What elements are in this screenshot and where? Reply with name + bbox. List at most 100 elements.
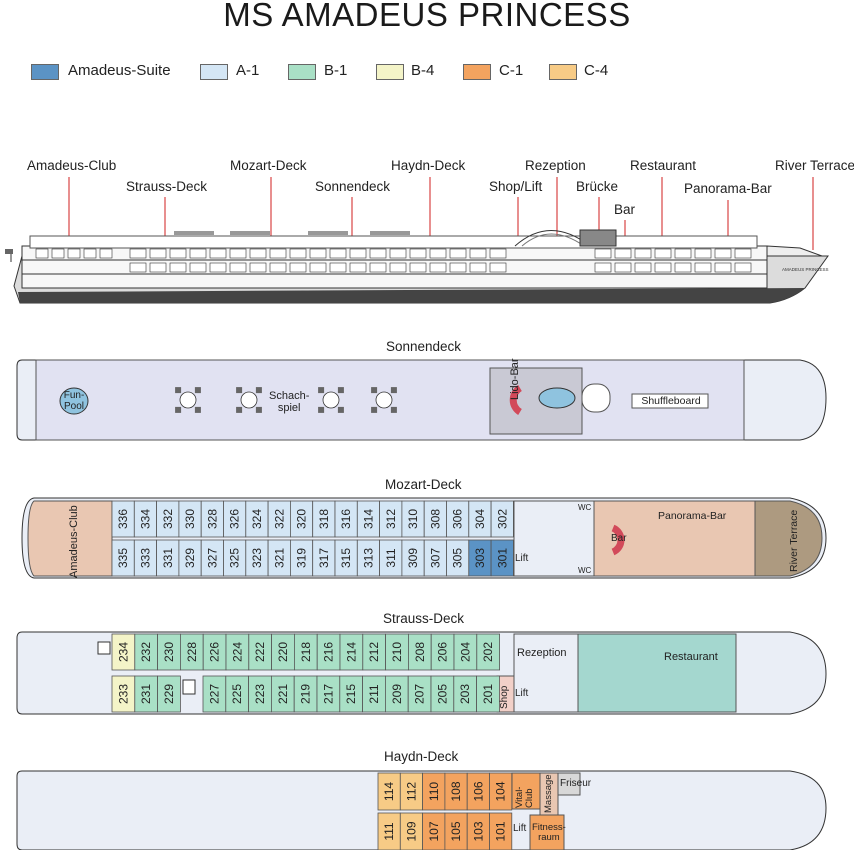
sun-chair [194, 387, 201, 394]
strauss-lift-label: Lift [515, 688, 529, 699]
mozart-wc-bottom: WC [578, 566, 592, 575]
rezeption-label: Rezeption [517, 647, 567, 659]
ship-window [309, 262, 327, 273]
legend-label-b1: B-1 [324, 62, 348, 79]
sun-chair [255, 387, 262, 394]
schachspiel-label: Schach- spiel [269, 390, 310, 414]
strauss-cabin-label: 229 [162, 684, 176, 704]
legend-label-amadeus-suite: Amadeus-Suite [68, 62, 171, 79]
ship-window [469, 248, 487, 259]
ship-window [189, 262, 207, 273]
mozart-cabin-label: 323 [250, 548, 264, 568]
mozart-cabin-label: 308 [428, 509, 442, 529]
ship-window [429, 262, 447, 273]
haydn-cabin-label: 108 [449, 781, 463, 801]
legend-swatch-amadeus-suite [31, 64, 59, 80]
legend-swatch-c1 [463, 64, 491, 80]
ship-window [51, 248, 65, 259]
ship-name: AMADEUS PRINCESS [782, 267, 829, 272]
mozart-cabin-label: 321 [272, 548, 286, 568]
sun-chair [390, 406, 397, 413]
strauss-cabin-label: 221 [276, 684, 290, 704]
strauss-cabin-label: 202 [481, 642, 495, 662]
sun-chair [318, 387, 325, 394]
strauss-cabin-label: 216 [322, 642, 336, 662]
sun-lounger-group [322, 391, 340, 409]
mozart-cabin-label: 330 [183, 509, 197, 529]
mozart-cabin-label: 311 [384, 548, 398, 567]
shuffleboard-label: Shuffleboard [641, 395, 701, 407]
haydn-cabin-label: 110 [427, 782, 441, 801]
sun-lounger-group [375, 391, 393, 409]
legend-swatch-b4 [376, 64, 404, 80]
mozart-cabin-label: 332 [161, 509, 175, 529]
label-restaurant: Restaurant [630, 158, 697, 173]
haydn-cabin-label: 112 [404, 782, 418, 801]
ship-window [654, 262, 672, 273]
mozart-cabin-label: 304 [473, 509, 487, 529]
mozart-cabin-label: 312 [384, 509, 398, 529]
strauss-cabin-label: 232 [139, 642, 153, 662]
ship-window [83, 248, 97, 259]
sun-chair [175, 406, 182, 413]
sun-chair [390, 387, 397, 394]
sun-chair [371, 406, 378, 413]
fun-pool-label: Fun- Pool [63, 390, 85, 412]
mozart-cabin-label: 335 [116, 548, 130, 568]
strauss-cabin-label: 206 [436, 642, 450, 662]
mozart-cabin-label: 305 [451, 548, 465, 568]
ship-window [269, 248, 287, 259]
mozart-cabin-label: 317 [317, 548, 331, 568]
ship-window [35, 248, 49, 259]
haydn-cabin-label: 103 [471, 821, 485, 841]
sun-chair [318, 406, 325, 413]
strauss-cabin-label: 219 [299, 684, 313, 704]
strauss-cabin-202 [476, 633, 500, 671]
mozart-cabin-label: 328 [205, 509, 219, 529]
strauss-cabin-label: 207 [413, 684, 427, 704]
ship-window [329, 262, 347, 273]
mozart-cabin-label: 314 [361, 509, 375, 529]
shop-label: Shop [499, 685, 510, 709]
legend-label-c4: C-4 [584, 62, 609, 79]
ship-window [614, 248, 632, 259]
label-haydn-deck: Haydn-Deck [391, 158, 466, 173]
mozart-cabin-label: 327 [205, 548, 219, 568]
ship-window [329, 248, 347, 259]
haydn-cabin-label: 111 [382, 822, 396, 841]
strauss-cabin-label: 225 [230, 684, 244, 704]
mozart-cabin-label: 324 [250, 509, 264, 529]
mozart-cabin-label: 331 [161, 548, 175, 568]
mozart-cabin-label: 336 [116, 509, 130, 529]
haydn-cabin-label: 106 [471, 781, 485, 801]
ship-window [594, 262, 612, 273]
ship-window [67, 248, 81, 259]
ship-window [489, 262, 507, 273]
mozart-cabin-301 [490, 539, 514, 577]
mozart-wc-top: WC [578, 503, 592, 512]
strauss-cabin-label: 204 [458, 642, 472, 662]
mozart-cabin-label: 322 [272, 509, 286, 529]
ship-window [714, 248, 732, 259]
strauss-cabin-label: 208 [413, 642, 427, 662]
strauss-cabin-201 [476, 675, 500, 713]
page-title: MS AMADEUS PRINCESS [223, 0, 631, 33]
sun-chair [371, 387, 378, 394]
strauss-cabin-label: 211 [367, 684, 381, 703]
strauss-cabin-229 [157, 675, 181, 713]
haydn-cabin-104 [489, 772, 513, 811]
ship-window [654, 248, 672, 259]
ship-window [614, 262, 632, 273]
ship-window [714, 262, 732, 273]
legend-swatch-b1 [288, 64, 316, 80]
strauss-cabin-label: 214 [344, 642, 358, 662]
strauss-cabin-label: 226 [208, 642, 222, 662]
ship-window [469, 262, 487, 273]
mozart-bar-label: Bar [611, 533, 627, 544]
haydn-cabin-label: 109 [404, 821, 418, 841]
mozart-cabin-label: 309 [406, 548, 420, 568]
ship-window [369, 262, 387, 273]
sun-lounger-group [240, 391, 258, 409]
strauss-cabin-label: 209 [390, 684, 404, 704]
